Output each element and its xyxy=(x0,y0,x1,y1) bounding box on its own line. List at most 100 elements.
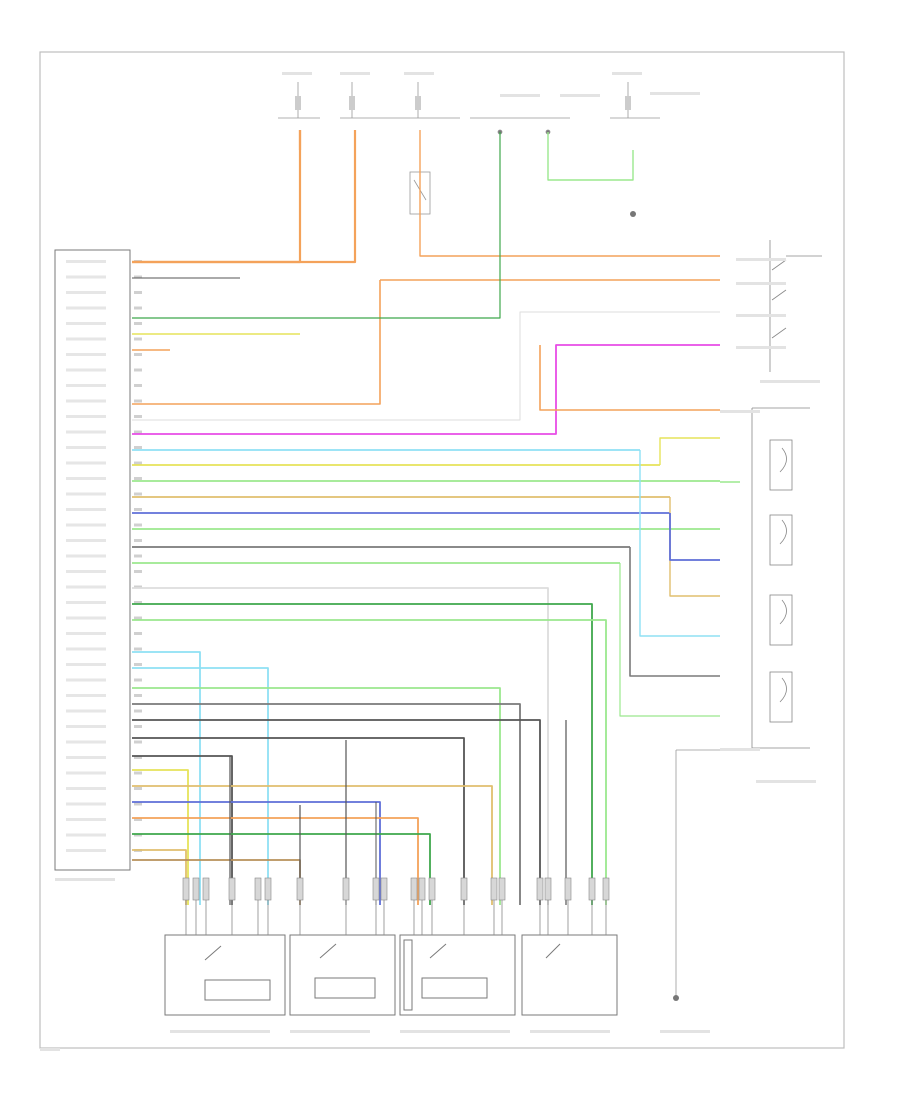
wire xyxy=(539,345,720,411)
pin-label-mark xyxy=(66,663,106,666)
illegible-text xyxy=(760,380,820,383)
pin-label-mark xyxy=(66,740,106,744)
illegible-text xyxy=(736,314,786,317)
ground-symbol-bottom xyxy=(673,995,679,1001)
pin-label-mark xyxy=(66,477,106,480)
pin-label-mark xyxy=(66,570,106,573)
pin-label-mark xyxy=(66,446,106,449)
pin-number-mark xyxy=(134,616,142,620)
pin-label-mark xyxy=(66,291,106,294)
pin-label-mark xyxy=(66,539,106,542)
connector-pin xyxy=(372,877,380,901)
pin-label-mark xyxy=(66,678,106,682)
wire xyxy=(132,587,549,905)
pin-number-mark xyxy=(134,337,142,341)
pin-label-mark xyxy=(66,554,106,558)
rear-vertical-motor-box xyxy=(164,934,286,1016)
pin-label-mark xyxy=(66,399,106,403)
pin-number-mark xyxy=(134,833,142,837)
pin-number-mark xyxy=(134,709,142,713)
pin-label-mark xyxy=(66,787,106,790)
pin-label-mark xyxy=(66,461,106,465)
wire xyxy=(132,703,521,905)
pin-number-mark xyxy=(134,678,142,682)
wire xyxy=(132,859,301,905)
bottom-assemblies xyxy=(164,934,618,1016)
illegible-text xyxy=(282,72,312,75)
connector-pin xyxy=(228,877,236,901)
wire xyxy=(132,769,189,905)
pin-number-mark xyxy=(134,322,142,325)
wire xyxy=(132,619,607,905)
pin-number-mark xyxy=(134,446,142,449)
connector-pin xyxy=(498,877,506,901)
pin-label-mark xyxy=(66,415,106,418)
pin-label-mark xyxy=(66,337,106,341)
pin-number-mark xyxy=(134,818,142,821)
illegible-text xyxy=(660,1030,710,1033)
pin-number-mark xyxy=(134,306,142,310)
pin-number-mark xyxy=(134,508,142,511)
pin-number-mark xyxy=(134,477,142,480)
wire xyxy=(132,130,302,264)
wire xyxy=(132,667,269,905)
connector-pin xyxy=(564,877,572,901)
connector-pin xyxy=(342,877,350,901)
module-pin-labels xyxy=(66,260,142,852)
pin-label-mark xyxy=(66,322,106,325)
bottom-connectors xyxy=(182,877,610,935)
pin-number-mark xyxy=(134,368,142,372)
pin-label-mark xyxy=(66,802,106,806)
connector-pin xyxy=(202,877,210,901)
diagram-frame xyxy=(39,51,845,1049)
pin-number-mark xyxy=(134,694,142,697)
illegible-text xyxy=(756,780,816,783)
recliner-motor-box xyxy=(521,934,618,1016)
pin-number-mark xyxy=(134,802,142,806)
pin-label-mark xyxy=(66,368,106,372)
connector-pin xyxy=(296,877,304,901)
illegible-text xyxy=(736,282,786,285)
pin-label-mark xyxy=(66,833,106,837)
illegible-text xyxy=(530,1030,610,1033)
fuse-block-section xyxy=(278,82,660,119)
pin-number-mark xyxy=(134,756,142,759)
wire xyxy=(132,311,720,421)
pin-label-mark xyxy=(66,260,106,263)
pin-number-mark xyxy=(134,539,142,542)
illegible-text xyxy=(720,748,760,751)
connector-pin xyxy=(264,877,272,901)
pin-label-mark xyxy=(66,616,106,620)
pin-number-mark xyxy=(134,384,142,387)
seat-control-switch xyxy=(751,407,810,749)
pin-number-mark xyxy=(134,461,142,465)
bottom-ground xyxy=(675,749,752,996)
pin-number-mark xyxy=(134,399,142,403)
pin-number-mark xyxy=(134,492,142,496)
pin-label-mark xyxy=(66,647,106,651)
pin-number-mark xyxy=(134,415,142,418)
memory-switch xyxy=(769,240,822,372)
illegible-text xyxy=(40,1048,60,1051)
illegible-text xyxy=(560,94,600,97)
illegible-text xyxy=(400,1030,510,1033)
pin-label-mark xyxy=(66,849,106,852)
wire xyxy=(132,785,493,905)
memory-seat-module xyxy=(54,249,131,871)
wire-harness xyxy=(132,130,740,905)
illegible-text xyxy=(650,92,700,95)
fuse-symbols xyxy=(295,96,631,110)
connector-pin xyxy=(544,877,552,901)
wire xyxy=(659,437,720,465)
wire xyxy=(639,450,720,637)
pin-number-mark xyxy=(134,725,142,728)
pin-label-mark xyxy=(66,725,106,728)
wire xyxy=(132,603,593,905)
wire xyxy=(547,132,634,181)
pin-label-mark xyxy=(66,709,106,713)
relay-symbol xyxy=(409,129,551,215)
pin-number-mark xyxy=(134,523,142,527)
wire xyxy=(132,344,720,435)
connector-pin xyxy=(588,877,596,901)
